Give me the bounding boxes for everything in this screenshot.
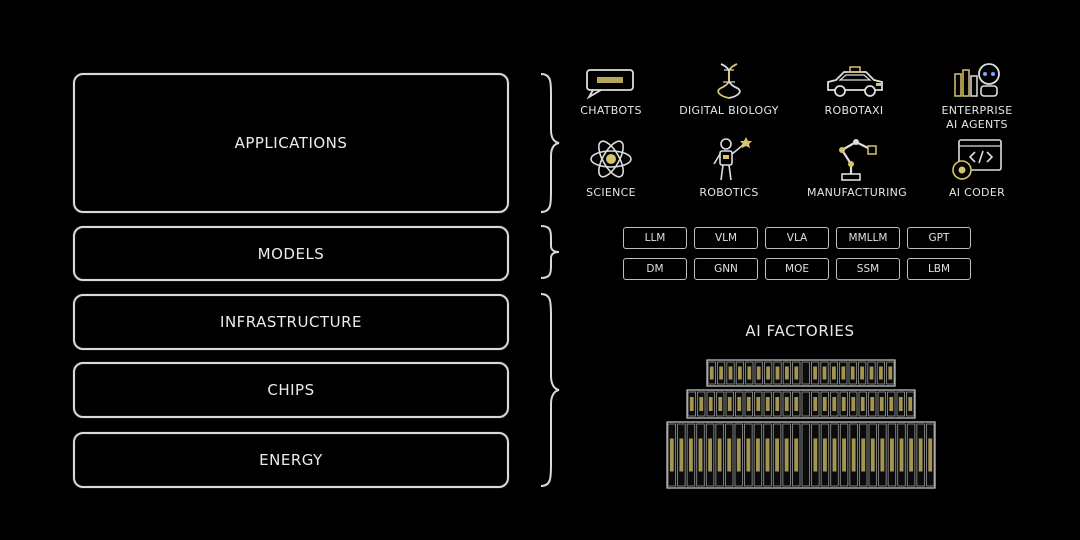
app-label: AI CODER <box>948 186 1006 199</box>
app-label: MANUFACTURING <box>807 186 907 199</box>
factories-title: AI FACTORIES <box>745 322 855 340</box>
app-label: ENTERPRISE AI AGENTS <box>941 104 1013 131</box>
model-chip: VLA <box>765 227 829 249</box>
chat-bubble-icon <box>586 69 634 100</box>
layer-energy: ENERGY <box>73 432 509 488</box>
humanoid-robot-icon <box>713 137 752 181</box>
app-science: SCIENCE <box>556 140 666 200</box>
app-ai-coder: AI CODER <box>922 139 1032 200</box>
layer-label: MODELS <box>257 244 325 263</box>
layer-label: CHIPS <box>267 381 315 399</box>
model-chip: LBM <box>907 258 971 280</box>
robot-arm-icon <box>839 139 877 181</box>
app-label: DIGITAL BIOLOGY <box>679 104 779 117</box>
layer-infrastructure: INFRASTRUCTURE <box>73 294 509 350</box>
app-manufacturing: MANUFACTURING <box>802 139 912 200</box>
app-chatbots: CHATBOTS <box>556 60 666 118</box>
car-icon <box>827 66 883 97</box>
app-label: ROBOTICS <box>699 186 759 199</box>
model-chip: GPT <box>907 227 971 249</box>
layer-label: APPLICATIONS <box>234 134 348 152</box>
app-robotics: ROBOTICS <box>674 137 784 200</box>
datacenter-racks-icon <box>666 359 936 489</box>
model-chip: VLM <box>694 227 758 249</box>
atom-icon <box>590 140 632 178</box>
layer-chips: CHIPS <box>73 362 509 418</box>
model-chip: LLM <box>623 227 687 249</box>
brace-models-icon <box>540 225 560 279</box>
brace-applications-icon <box>540 73 560 213</box>
model-chip: MMLLM <box>836 227 900 249</box>
model-chip: DM <box>623 258 687 280</box>
layer-label: INFRASTRUCTURE <box>220 313 362 331</box>
brace-factories-icon <box>540 293 560 487</box>
app-digital-biology: DIGITAL BIOLOGY <box>674 60 784 118</box>
app-enterprise-ai-agents: ENTERPRISE AI AGENTS <box>922 60 1032 132</box>
agent-robot-icon <box>954 63 1000 97</box>
app-label: SCIENCE <box>586 186 636 199</box>
app-label: CHATBOTS <box>580 104 642 117</box>
model-chip: GNN <box>694 258 758 280</box>
layer-models: MODELS <box>73 226 509 281</box>
model-chip: MOE <box>765 258 829 280</box>
code-window-icon <box>952 139 1002 180</box>
app-label: ROBOTAXI <box>824 104 884 117</box>
dna-icon <box>717 63 741 99</box>
model-chip: SSM <box>836 258 900 280</box>
layer-label: ENERGY <box>259 451 323 469</box>
layer-applications: APPLICATIONS <box>73 73 509 213</box>
app-robotaxi: ROBOTAXI <box>799 60 909 118</box>
